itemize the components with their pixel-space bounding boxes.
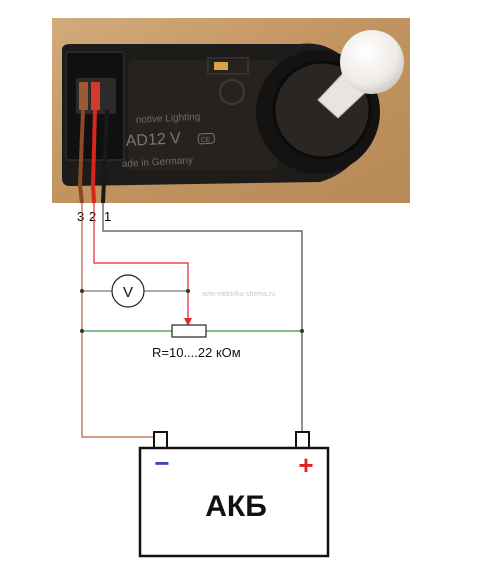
battery-positive-sign: + bbox=[298, 450, 313, 480]
pin-label-1: 1 bbox=[104, 209, 111, 224]
voltmeter: V bbox=[111, 274, 145, 308]
connector-pin-1 bbox=[103, 82, 112, 110]
battery-label: АКБ bbox=[205, 490, 267, 523]
photo-wire-brown bbox=[77, 109, 85, 204]
housing-badge: CE bbox=[201, 136, 211, 144]
motor-photo: notive Lighting AD12 V CE ade in Germany bbox=[52, 18, 410, 204]
voltmeter-circle bbox=[111, 274, 145, 308]
wire-pin1-to-positive bbox=[102, 203, 303, 446]
housing-side-ridge bbox=[128, 60, 278, 170]
pin-label-2: 2 bbox=[89, 209, 96, 224]
wiper-arrowhead bbox=[184, 318, 192, 326]
resistor-label: R=10....22 кОм bbox=[152, 345, 241, 360]
junction-dot bbox=[300, 329, 304, 333]
battery-terminal-negative bbox=[153, 431, 168, 449]
battery-negative-sign: − bbox=[154, 448, 169, 478]
battery-body bbox=[138, 446, 330, 558]
voltmeter-symbol: V bbox=[123, 284, 133, 301]
housing-badge-frame bbox=[197, 132, 215, 145]
connector-pin-3 bbox=[79, 82, 88, 110]
latch-slot bbox=[207, 57, 249, 75]
photo-wire-black bbox=[101, 109, 109, 204]
watermark-text: avto-elektrika-shema.ru bbox=[202, 291, 275, 298]
housing-text-model: AD12 V bbox=[125, 130, 181, 150]
pin-label-3: 3 bbox=[77, 209, 84, 224]
photo-wire-red bbox=[90, 109, 97, 204]
junction-dot bbox=[80, 329, 84, 333]
junction-dot bbox=[80, 289, 84, 293]
battery: − + АКБ bbox=[138, 431, 330, 558]
connector-pin-2 bbox=[91, 82, 100, 110]
junction-dot bbox=[186, 289, 190, 293]
latch-tab bbox=[214, 62, 228, 70]
housing-text-origin: ade in Germany bbox=[122, 155, 194, 170]
housing-text-brand: notive Lighting bbox=[136, 112, 201, 126]
battery-terminal-positive bbox=[295, 431, 310, 449]
screw-mark bbox=[219, 79, 245, 105]
potentiometer: R=10....22 кОм bbox=[152, 324, 241, 360]
resistor-body bbox=[171, 324, 207, 338]
adjuster-ball bbox=[340, 30, 404, 94]
